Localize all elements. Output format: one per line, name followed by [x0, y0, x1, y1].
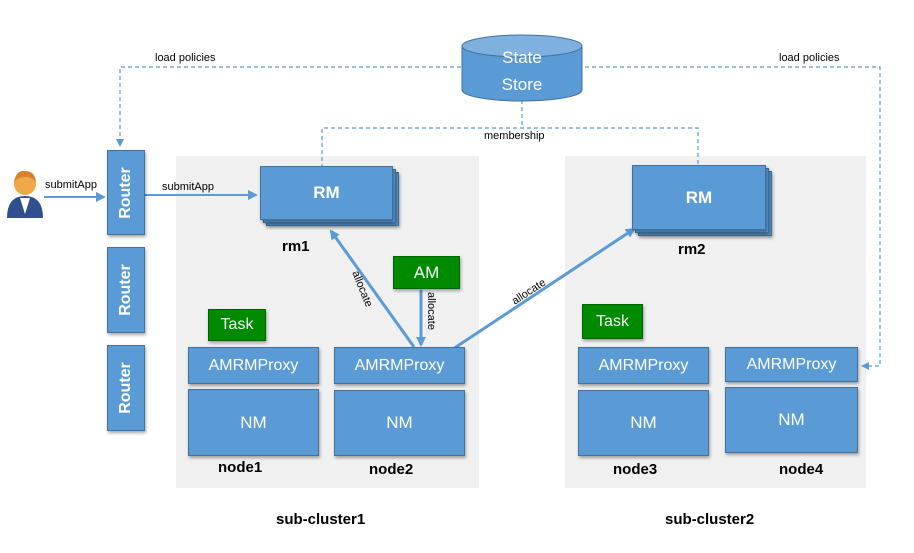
state-store-cylinder — [461, 34, 583, 102]
sub-cluster2-name: sub-cluster2 — [665, 511, 755, 528]
node1-nm-label: NM — [240, 412, 267, 432]
user-icon — [7, 170, 43, 218]
rm2-box: RM — [632, 165, 766, 230]
router-3: Router — [107, 345, 145, 431]
node1-amrmproxy: AMRMProxy — [188, 347, 319, 384]
router-1: Router — [107, 150, 145, 235]
node4-name: node4 — [779, 461, 824, 478]
node3-nm-label: NM — [630, 413, 657, 432]
membership-edge — [321, 127, 699, 168]
load-policies-right-edge — [578, 66, 881, 370]
load-policies-right-label: load policies — [779, 52, 840, 64]
node3-amrmproxy-label: AMRMProxy — [598, 356, 689, 374]
rm2-label: RM — [685, 187, 713, 207]
task-box-sub-cluster2: Task — [582, 304, 643, 339]
state-store-label-line2: Store — [501, 75, 543, 94]
node4-nm: NM — [725, 387, 858, 453]
rm1-name: rm1 — [282, 238, 310, 255]
node1-name: node1 — [218, 459, 263, 476]
node2-amrmproxy-label: AMRMProxy — [354, 356, 445, 374]
allocate-am-label: allocate — [424, 292, 437, 330]
am-box: AM — [393, 256, 460, 289]
submit-user-label: submitApp — [45, 179, 97, 191]
task-label-sub-cluster1: Task — [220, 316, 254, 333]
node3-nm: NM — [578, 390, 709, 456]
sub-cluster1-name: sub-cluster1 — [276, 511, 366, 528]
task-box-sub-cluster1: Task — [208, 309, 266, 341]
node3-amrmproxy: AMRMProxy — [578, 347, 709, 384]
node1-nm: NM — [188, 389, 319, 456]
allocate-rm1-edge — [329, 229, 416, 348]
submit-router-label: submitApp — [162, 181, 214, 193]
node2-amrmproxy: AMRMProxy — [334, 347, 465, 384]
rm1-label: RM — [313, 183, 340, 202]
rm2-name: rm2 — [678, 241, 706, 258]
task-label-sub-cluster2: Task — [596, 312, 629, 330]
node4-nm-label: NM — [778, 410, 805, 429]
allocate-rm2-edge — [452, 227, 636, 351]
load-policies-left-label: load policies — [155, 52, 216, 64]
node2-name: node2 — [369, 461, 414, 478]
router-2-label: Router — [117, 264, 134, 316]
state-store-label-line1: State — [502, 48, 542, 67]
load-policies-left-edge — [116, 66, 468, 147]
membership-label: membership — [484, 130, 545, 142]
node3-name: node3 — [613, 461, 658, 478]
router-3-label: Router — [117, 362, 134, 414]
node2-nm-label: NM — [386, 413, 413, 432]
am-label: AM — [413, 262, 440, 282]
node2-nm: NM — [334, 390, 465, 456]
rm1-box: RM — [260, 166, 393, 220]
node4-amrmproxy: AMRMProxy — [725, 347, 858, 382]
router-2: Router — [107, 247, 145, 333]
node1-amrmproxy-label: AMRMProxy — [208, 356, 299, 374]
node4-amrmproxy-label: AMRMProxy — [746, 355, 837, 373]
router-1-label: Router — [117, 166, 134, 219]
